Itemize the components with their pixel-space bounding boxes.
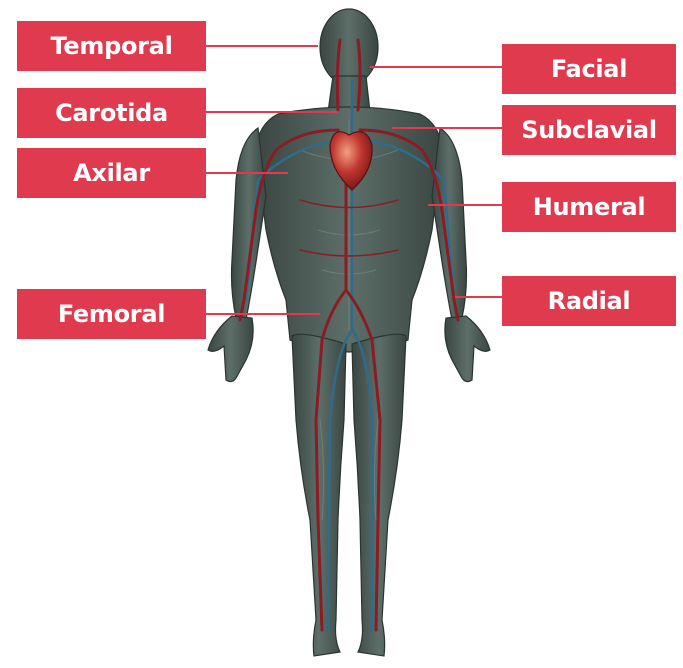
head (320, 9, 378, 85)
label-subclavial[interactable]: Subclavial (502, 105, 676, 155)
label-facial[interactable]: Facial (502, 44, 676, 94)
label-humeral[interactable]: Humeral (502, 182, 676, 232)
right-hand (445, 316, 490, 382)
left-hand (208, 316, 253, 382)
right-arm (432, 128, 467, 320)
label-radial[interactable]: Radial (502, 276, 676, 326)
label-axilar[interactable]: Axilar (17, 148, 206, 198)
label-carotida[interactable]: Carotida (17, 88, 206, 138)
label-temporal[interactable]: Temporal (17, 21, 206, 71)
label-femoral[interactable]: Femoral (17, 289, 206, 339)
left-arm (232, 128, 267, 320)
